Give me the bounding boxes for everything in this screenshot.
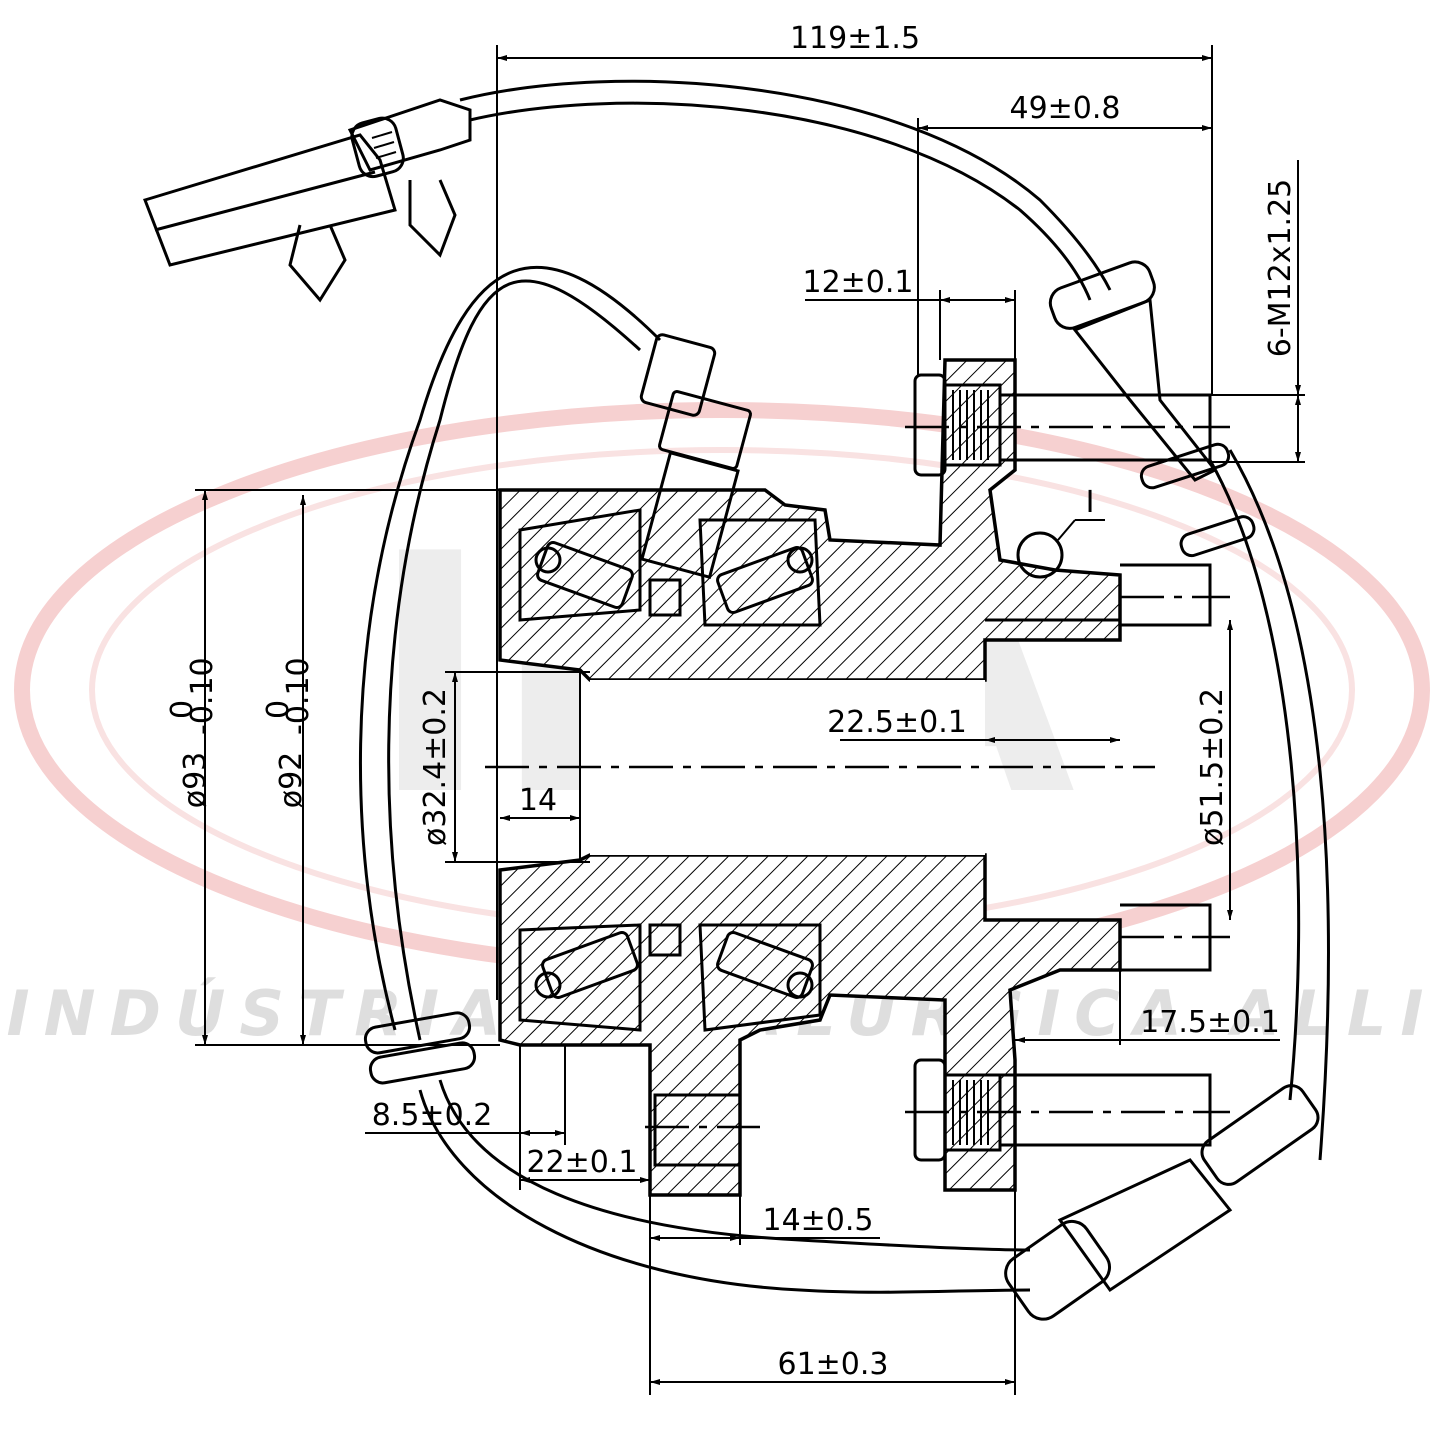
detail-circle bbox=[1016, 531, 1064, 579]
dim-bearing-width: 61±0.3 bbox=[777, 1347, 888, 1382]
wheel-stud-bottom bbox=[913, 1058, 1212, 1162]
dim-outer-diameter-1-tol-lower: -0.10 bbox=[185, 657, 220, 735]
dim-seal-offset: 8.5±0.2 bbox=[372, 1098, 493, 1133]
dim-flange-offset: 49±0.8 bbox=[1009, 91, 1120, 126]
roller-elements bbox=[534, 541, 814, 999]
connector-end-top-icon bbox=[1048, 260, 1256, 558]
abs-sensor-icon bbox=[639, 333, 753, 617]
connector-end-bottom-icon bbox=[1004, 1084, 1320, 1321]
dim-outer-diameter-2: ø92 bbox=[274, 752, 309, 809]
dim-outer-diameter-2-tol-lower: -0.10 bbox=[281, 657, 316, 735]
dim-mount-flange-width: 14±0.5 bbox=[762, 1203, 873, 1238]
dimension-lines bbox=[195, 45, 1305, 1395]
dim-outer-diameter-1: ø93 bbox=[178, 752, 213, 809]
dim-bore-diameter: ø32.4±0.2 bbox=[418, 688, 453, 846]
sensor-wire bbox=[358, 79, 1330, 1294]
dim-pilot-diameter: ø51.5±0.2 bbox=[1195, 688, 1230, 846]
detail-marker: I bbox=[1086, 485, 1095, 520]
dim-stud-protrusion: 17.5±0.1 bbox=[1140, 1005, 1280, 1040]
hub-body bbox=[498, 333, 1212, 1197]
dim-overall-width: 119±1.5 bbox=[790, 21, 920, 56]
dim-outer-diameter-2-tol-upper: 0 bbox=[261, 700, 296, 719]
dimension-labels: 119±1.5 49±0.8 6-M12x1.25 12±0.1 22.5±0.… bbox=[165, 21, 1298, 1382]
dim-pilot-length: 22.5±0.1 bbox=[827, 705, 967, 740]
dim-stud-thread: 6-M12x1.25 bbox=[1263, 179, 1298, 358]
wheel-stud-top bbox=[913, 373, 1212, 477]
dim-spline-length: 14 bbox=[519, 783, 557, 818]
dim-outer-diameter-1-tol-upper: 0 bbox=[165, 700, 200, 719]
dim-flange-thickness: 12±0.1 bbox=[802, 265, 913, 300]
center-lines bbox=[485, 425, 1230, 1129]
wheel-stud-mid-top bbox=[1120, 563, 1212, 627]
connector-plug-icon bbox=[143, 98, 472, 303]
dim-mount-offset: 22±0.1 bbox=[526, 1145, 637, 1180]
